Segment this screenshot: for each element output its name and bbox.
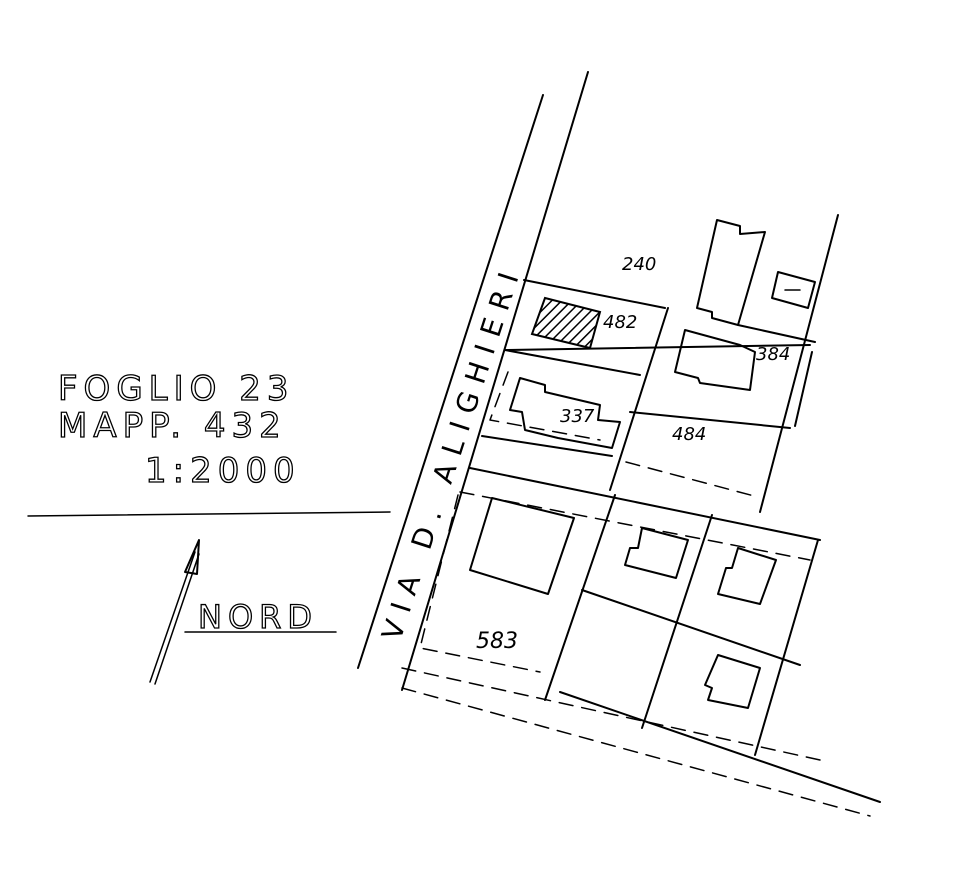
- north-arrow-shaft-right: [154, 553, 200, 685]
- north-label: NORD: [198, 598, 318, 636]
- scale-label: 1:2000: [145, 451, 301, 491]
- boundary-337-bottom: [481, 435, 613, 457]
- building-bottom-right: [704, 654, 761, 709]
- boundary-center-vertical: [609, 307, 669, 491]
- boundary-lower-top: [469, 467, 821, 541]
- boundary-lower-middle: [581, 589, 801, 666]
- parcel-384-label: 384: [756, 344, 790, 365]
- boundary-east: [759, 214, 839, 513]
- boundary-far-east: [754, 539, 819, 756]
- building-337: [509, 377, 621, 449]
- sheet-number-label: FOGLIO 23: [58, 369, 294, 409]
- boundary-384-right: [794, 351, 813, 427]
- building-middle-small: [624, 527, 689, 579]
- boundary-583-east: [544, 494, 616, 701]
- boundary-482-337: [504, 344, 811, 351]
- building-right-middle: [717, 547, 777, 605]
- parcel-482-label: 482: [603, 312, 637, 333]
- building-583: [469, 497, 575, 595]
- boundary-484-bottom-dashed: [625, 461, 759, 498]
- north-arrow-head-icon: [184, 539, 200, 575]
- bottom-road: [401, 667, 881, 817]
- boundary-lower-top-dashed: [459, 491, 811, 561]
- bottom-road-edge-1: [401, 687, 871, 817]
- bottom-road-edge-3: [559, 691, 881, 803]
- parcel-labels: 240 482 384 337 484 583: [476, 254, 790, 654]
- boundary-384-top: [737, 324, 816, 343]
- boundary-484-top: [629, 411, 791, 429]
- boundary-583-dashed: [419, 494, 541, 673]
- boundary-337-dashed: [489, 371, 601, 441]
- building-240: [696, 219, 766, 326]
- street: VIA D. ALIGHIERI: [357, 71, 589, 691]
- parcel-number-label: MAPP. 432: [58, 406, 287, 446]
- street-name-label: VIA D. ALIGHIERI: [375, 259, 528, 644]
- boundary-mid-vertical: [641, 514, 713, 729]
- north-arrow: NORD: [149, 539, 337, 685]
- boundary-482-337-left: [504, 349, 641, 376]
- building-384: [674, 329, 756, 391]
- parcel-484-label: 484: [672, 424, 706, 445]
- north-arrow-shaft-left: [149, 551, 196, 683]
- parcel-337-label: 337: [560, 406, 595, 427]
- bottom-road-edge-2: [401, 667, 821, 761]
- street-edge-west: [357, 94, 544, 669]
- buildings: [469, 219, 816, 709]
- parcel-boundaries: [419, 214, 839, 756]
- map-header: FOGLIO 23 MAPP. 432 1:2000: [57, 368, 301, 491]
- separator-line: [27, 511, 391, 517]
- parcel-240-label: 240: [622, 254, 656, 275]
- building-small-top-right: [771, 271, 816, 309]
- building-482-hatched: [530, 296, 602, 350]
- boundary-482-top: [523, 279, 666, 309]
- street-edge-east: [401, 71, 589, 691]
- parcel-583-label: 583: [476, 629, 518, 654]
